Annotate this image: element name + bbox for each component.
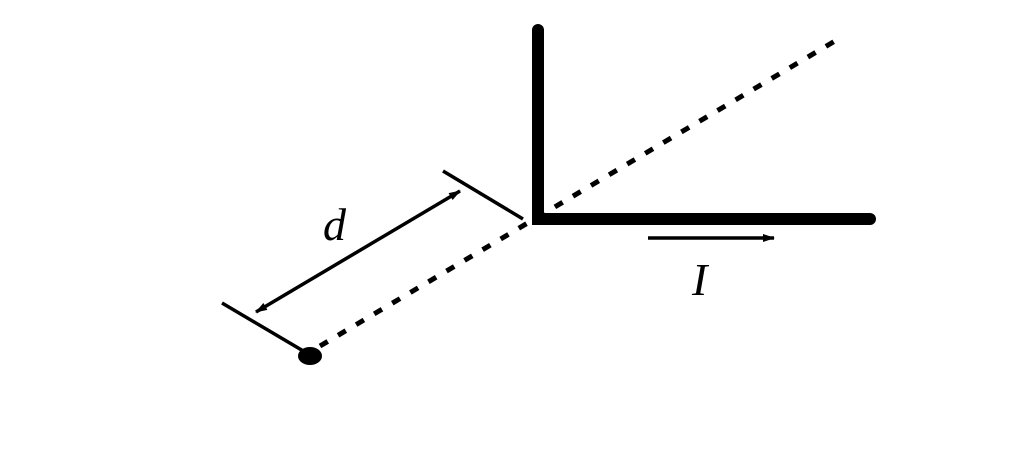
dotted-extension-line <box>318 35 842 349</box>
dimension-tick-right <box>442 169 524 221</box>
dimension-tick-left <box>221 301 306 354</box>
point-marker <box>298 347 322 365</box>
distance-label: d <box>323 199 347 250</box>
dimension-arrow-d <box>255 189 461 314</box>
current-label: I <box>691 254 710 305</box>
wire-corner <box>532 213 544 225</box>
